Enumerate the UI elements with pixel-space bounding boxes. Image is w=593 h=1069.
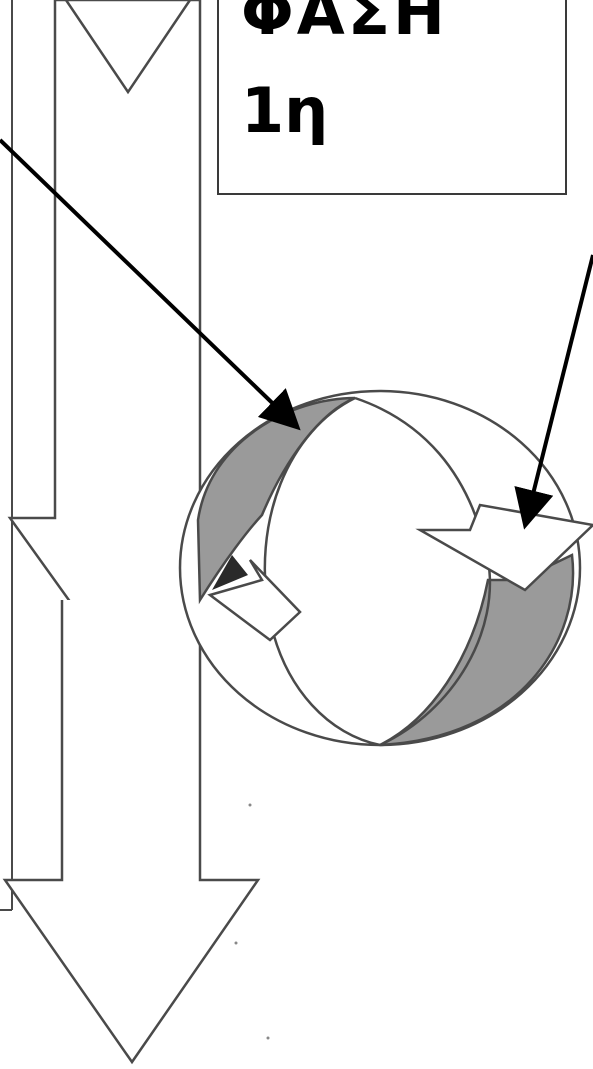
- pointer-arrow-right-icon: [527, 255, 593, 518]
- scan-speck: [267, 1037, 270, 1040]
- scan-speck: [235, 942, 238, 945]
- phase-label-box: ΦΑΣΗ 1η: [217, 0, 567, 195]
- phase-number: 1η: [241, 80, 328, 142]
- scan-speck: [249, 804, 252, 807]
- phase-title: ΦΑΣΗ: [241, 0, 448, 44]
- circular-cycle-icon: [180, 391, 593, 745]
